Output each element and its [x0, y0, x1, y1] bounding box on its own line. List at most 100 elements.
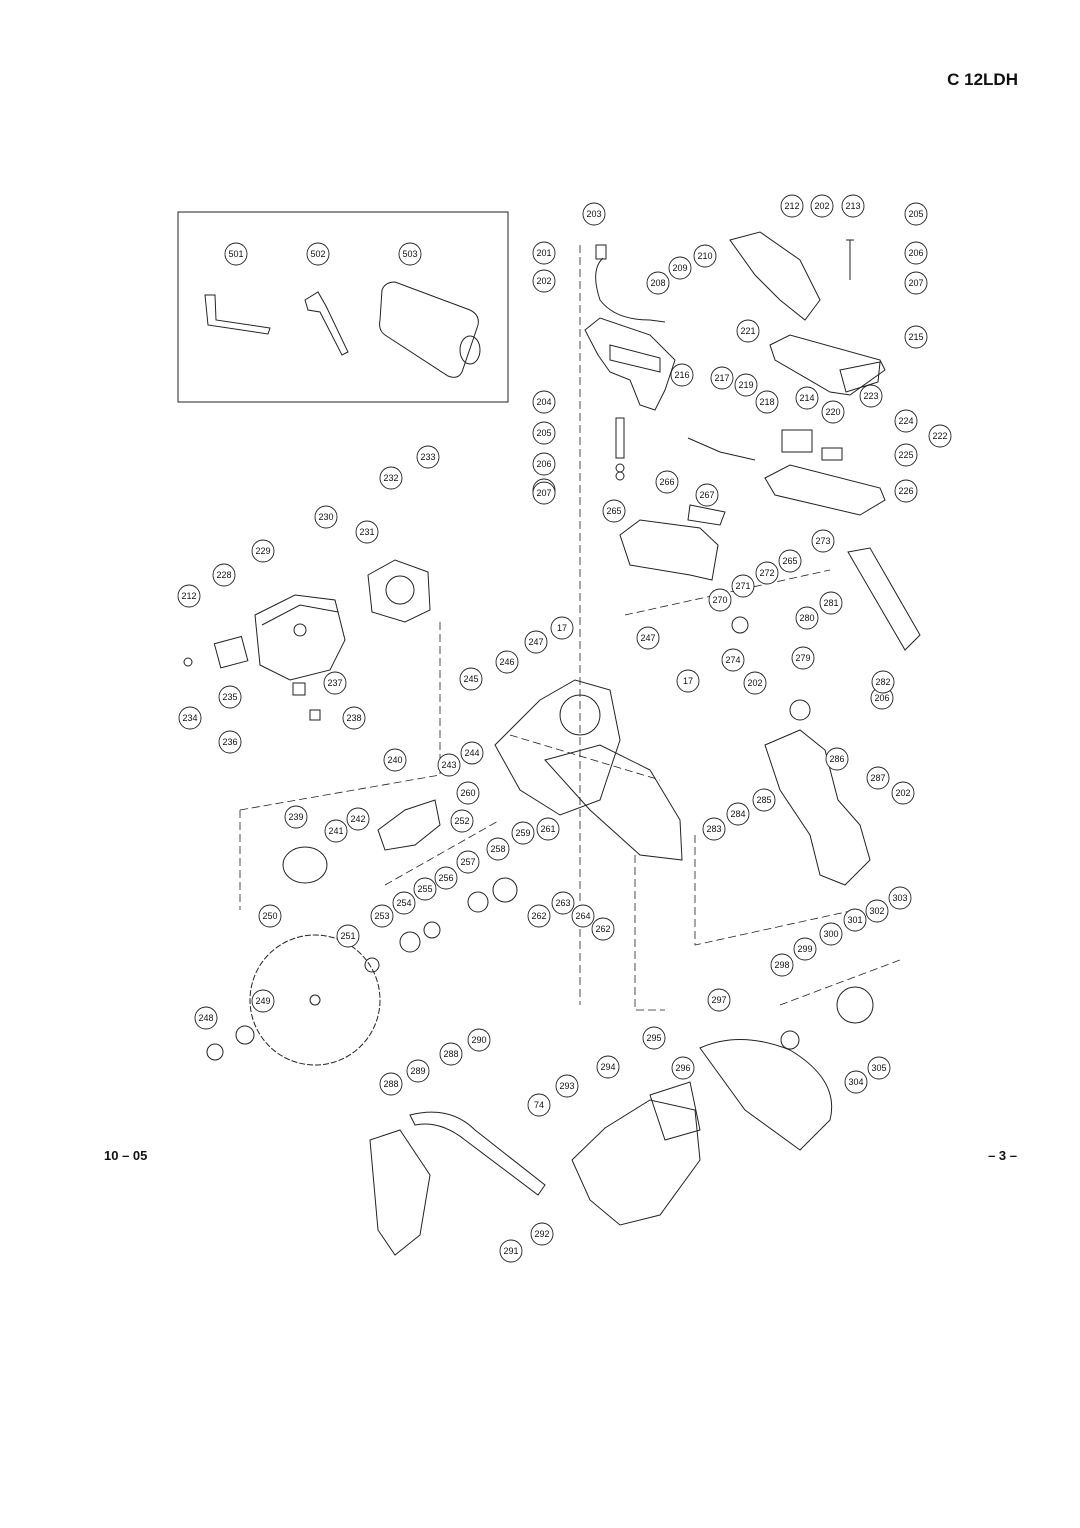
callout-label: 300	[823, 929, 838, 939]
callout-label: 291	[503, 1246, 518, 1256]
side-cover	[369, 1129, 431, 1256]
link-arm	[409, 1111, 546, 1196]
callout-circle	[843, 908, 867, 932]
callout-circle	[865, 899, 889, 923]
callout-circle	[867, 1056, 891, 1080]
callout-circle	[778, 549, 802, 573]
fan-guide	[282, 846, 328, 884]
callout-circle	[811, 529, 835, 553]
callout-label: 259	[515, 828, 530, 838]
callout-label: 207	[908, 278, 923, 288]
callout-circle	[841, 194, 865, 218]
callout-label: 263	[555, 898, 570, 908]
callout-circle	[821, 400, 845, 424]
callout-label: 205	[536, 428, 551, 438]
fixed-guard	[544, 744, 683, 861]
handle-plate	[769, 334, 886, 396]
callout-circle	[904, 202, 928, 226]
callout-label: 287	[870, 773, 885, 783]
callout-circle	[450, 809, 474, 833]
callout-circle	[416, 445, 440, 469]
callout-circle	[904, 241, 928, 265]
callout-circle	[532, 241, 556, 265]
callout-circle	[819, 591, 843, 615]
callout-circle	[582, 202, 606, 226]
callout-circle	[707, 988, 731, 1012]
drive-belt	[847, 547, 921, 651]
accessory-box	[177, 211, 509, 403]
callout-circle	[224, 242, 248, 266]
callout-label: 305	[871, 1063, 886, 1073]
callout-label: 207	[536, 488, 551, 498]
belt-cover	[619, 519, 719, 581]
callout-circle	[379, 1072, 403, 1096]
callout-label: 247	[528, 637, 543, 647]
power-cord	[595, 257, 666, 323]
callout-circle	[524, 630, 548, 654]
armature	[377, 799, 441, 851]
callout-circle	[212, 563, 236, 587]
field-coil	[367, 559, 431, 623]
page-number: – 3 –	[988, 1148, 1017, 1163]
callout-circle	[218, 730, 242, 754]
callout-label: 239	[288, 812, 303, 822]
callout-label: 221	[740, 326, 755, 336]
callout-label: 282	[875, 677, 890, 687]
callout-circle	[486, 837, 510, 861]
saw-blade	[249, 934, 381, 1066]
callout-label: 206	[908, 248, 923, 258]
hex-key-drawing	[204, 294, 271, 335]
callout-circle	[894, 443, 918, 467]
callout-circle	[819, 922, 843, 946]
callout-circle	[314, 505, 338, 529]
callout-label: 236	[222, 737, 237, 747]
callout-label: 272	[759, 568, 774, 578]
callout-circle	[894, 409, 918, 433]
handle-housing	[584, 317, 676, 411]
callout-label: 223	[863, 391, 878, 401]
callout-circle	[655, 470, 679, 494]
callout-circle	[793, 937, 817, 961]
handle-cover	[729, 231, 821, 321]
callout-label: 231	[359, 527, 374, 537]
callout-label: 284	[730, 809, 745, 819]
callout-label: 258	[490, 844, 505, 854]
callout-circle	[495, 650, 519, 674]
callout-circle	[530, 1222, 554, 1246]
callout-circle	[755, 390, 779, 414]
callout-circle	[413, 877, 437, 901]
callout-circle	[708, 588, 732, 612]
callout-circle	[251, 989, 275, 1013]
callout-label: 241	[328, 826, 343, 836]
callout-label: 232	[383, 473, 398, 483]
callout-label: 265	[782, 556, 797, 566]
callout-circle	[731, 574, 755, 598]
callout-circle	[437, 753, 461, 777]
callout-label: 273	[815, 536, 830, 546]
callout-circle	[527, 904, 551, 928]
motor-housing	[254, 594, 346, 681]
callout-circle	[795, 606, 819, 630]
callout-label: 301	[847, 915, 862, 925]
callout-label: 299	[797, 944, 812, 954]
callout-circle	[532, 452, 556, 476]
callout-circle	[795, 386, 819, 410]
safety-cover	[699, 1039, 833, 1151]
callout-label: 298	[774, 960, 789, 970]
callout-label: 288	[383, 1079, 398, 1089]
callout-label: 230	[318, 512, 333, 522]
guard-plate	[649, 1081, 701, 1141]
callout-label: 249	[255, 996, 270, 1006]
switch-base	[764, 464, 886, 516]
callout-label: 225	[898, 450, 913, 460]
callout-label: 281	[823, 598, 838, 608]
callout-label: 240	[387, 755, 402, 765]
callout-label: 250	[262, 911, 277, 921]
callout-circle	[871, 670, 895, 694]
callout-circle	[177, 584, 201, 608]
callout-circle	[755, 561, 779, 585]
callout-label: 290	[471, 1035, 486, 1045]
callout-circle	[791, 646, 815, 670]
callout-circle	[710, 366, 734, 390]
callout-label: 292	[534, 1229, 549, 1239]
